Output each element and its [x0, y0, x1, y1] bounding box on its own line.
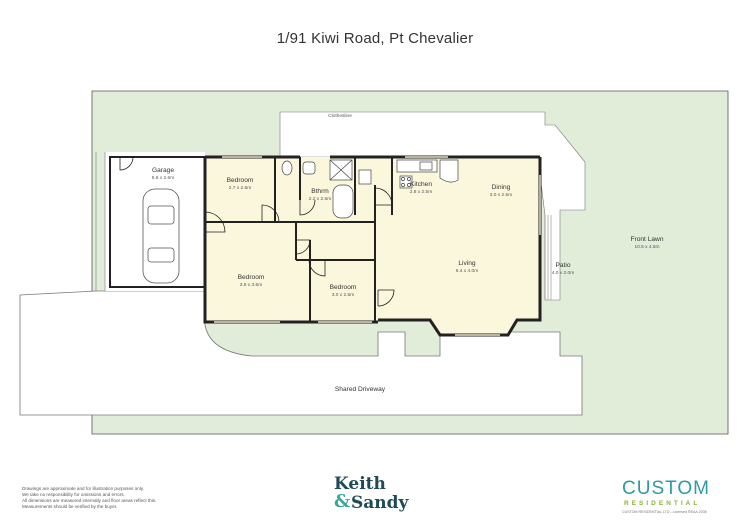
kitchen-fixtures [358, 159, 459, 189]
disclaimer-line: We take no responsibility for omissions … [22, 492, 125, 497]
car-icon [142, 188, 180, 284]
keith-sandy-logo: Keith & Sandy [334, 474, 424, 520]
plan-title: 1/91 Kiwi Road, Pt Chevalier [276, 30, 474, 47]
garage-label: Garage [152, 167, 174, 174]
house-interior [205, 157, 540, 335]
clothesline-label: Clothesline [328, 113, 352, 119]
interior-walls [205, 157, 393, 322]
dining-label: Dining [492, 184, 511, 191]
disclaimer: Drawings are approximate and for illustr… [22, 486, 222, 510]
front-lawn-dims: 10.5 x 4.5m [634, 244, 659, 250]
bedroom2-dims: 3.9 x 3.6m [240, 282, 262, 288]
kitchen-label: Kitchen [410, 181, 432, 188]
windows [214, 156, 541, 336]
keith-sandy-logo-line2: Sandy [351, 493, 409, 513]
bathroom-label: Bthrm [311, 188, 329, 195]
keith-sandy-logo-amp: & [334, 491, 351, 512]
front-lawn-label: Front Lawn [631, 236, 664, 243]
bathroom-dims: 2.2 x 2.5m [309, 196, 331, 202]
patio-dims: 4.0 x 2.0m [552, 270, 574, 276]
patio-deck [544, 215, 552, 300]
disclaimer-line: All dimensions are measured internally a… [22, 498, 157, 503]
garage-dims: 5.6 x 2.6m [152, 175, 174, 181]
shared-driveway-label: Shared Driveway [335, 386, 386, 393]
custom-logo-fine: CUSTOM RESIDENTIAL LTD - Licensed REAA 2… [622, 510, 707, 514]
shared-driveway-area [19, 290, 583, 416]
bedroom3-label: Bedroom [330, 284, 357, 291]
bedroom1-dims: 2.7 x 2.5m [229, 185, 251, 191]
disclaimer-line: Drawings are approximate and for illustr… [22, 486, 144, 491]
fence [95, 152, 106, 291]
kitchen-dims: 2.8 x 2.5m [410, 189, 432, 195]
door-swings [119, 156, 395, 307]
custom-logo-sub: RESIDENTIAL [624, 500, 701, 507]
keith-sandy-logo-line1: Keith [334, 474, 386, 494]
custom-logo-main: CUSTOM [622, 478, 710, 499]
dining-dims: 3.0 x 2.5m [490, 192, 512, 198]
bedroom2-label: Bedroom [238, 274, 265, 281]
bathroom-fixtures [281, 159, 354, 219]
custom-residential-logo: CUSTOM RESIDENTIAL CUSTOM RESIDENTIAL LT… [622, 478, 722, 522]
living-label: Living [458, 260, 476, 267]
disclaimer-line: Measurements should be verified by the b… [22, 504, 118, 509]
bedroom1-label: Bedroom [227, 177, 254, 184]
patio-label: Patio [555, 262, 570, 269]
bedroom3-dims: 3.0 x 2.5m [332, 292, 354, 298]
living-dims: 6.4 x 4.0m [456, 268, 478, 274]
